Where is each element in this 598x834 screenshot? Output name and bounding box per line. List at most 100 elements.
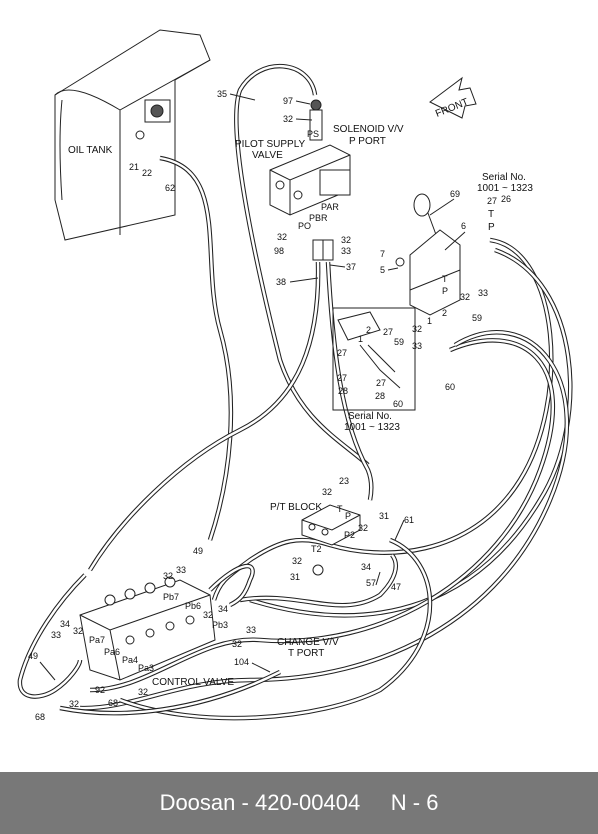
callout: 35 (217, 89, 227, 99)
callout: 98 (274, 246, 284, 256)
hoses (17, 64, 573, 721)
label-pbr: PBR (309, 213, 328, 223)
callout: 59 (394, 337, 404, 347)
oil-tank (54, 29, 211, 241)
callout: 49 (193, 546, 203, 556)
callout: 32 (341, 235, 351, 245)
callout: 68 (108, 698, 118, 708)
label-solenoid-1: SOLENOID V/V (333, 124, 404, 135)
callout: 60 (393, 399, 403, 409)
callout: 33 (341, 246, 351, 256)
callout: 32 (412, 324, 422, 334)
label-solenoid-2: P PORT (349, 136, 386, 147)
label-pt-block: P/T BLOCK (270, 502, 322, 513)
label-pa4: Pa4 (122, 655, 138, 665)
callout: 1 (358, 334, 363, 344)
callout: 59 (472, 313, 482, 323)
callout: 32 (292, 556, 302, 566)
callout: 32 (460, 292, 470, 302)
label-change-1: CHANGE V/V (277, 637, 339, 648)
footer-part-number: 420-00404 (254, 790, 361, 815)
label-joystick-t: T (442, 274, 448, 284)
callout: 31 (379, 511, 389, 521)
label-oil-tank: OIL TANK (68, 145, 113, 156)
label-serial-top-1: Serial No. (482, 172, 526, 183)
callout: 37 (346, 262, 356, 272)
callout: 27 (337, 373, 347, 383)
callout: 32 (283, 114, 293, 124)
pt-block (301, 504, 361, 576)
callout: 104 (234, 657, 249, 667)
label-par: PAR (321, 202, 339, 212)
callout: 27 (337, 348, 347, 358)
callout: 32 (322, 487, 332, 497)
label-po: PO (298, 221, 311, 231)
callout: 69 (450, 189, 460, 199)
callout: 5 (380, 265, 385, 275)
callout: 2 (366, 325, 371, 335)
callout: 1 (427, 316, 432, 326)
callout: 34 (361, 562, 371, 572)
label-p-port: P (345, 511, 351, 521)
callout: 62 (165, 183, 175, 193)
callout: 97 (283, 96, 293, 106)
callout: 33 (412, 341, 422, 351)
label-change-2: T PORT (288, 648, 324, 659)
label-control-valve: CONTROL VALVE (152, 677, 234, 688)
callout: 49 (28, 651, 38, 661)
callout: 34 (60, 619, 70, 629)
callout: 32 (203, 610, 213, 620)
joystick-valve (395, 193, 461, 316)
label-pb7: Pb7 (163, 592, 179, 602)
callout: 22 (142, 168, 152, 178)
callout: 6 (461, 221, 466, 231)
callout: 27 (383, 327, 393, 337)
label-pilot-1: PILOT SUPPLY (235, 139, 306, 150)
callout: 32 (232, 639, 242, 649)
callout: 34 (218, 604, 228, 614)
callout: 61 (404, 515, 414, 525)
callout: 2 (442, 308, 447, 318)
callout: 38 (276, 277, 286, 287)
footer-bar: Doosan - 420-00404 N - 6 (0, 772, 598, 834)
label-serial-p: P (488, 222, 495, 233)
callout: 28 (338, 386, 348, 396)
callout: 32 (277, 232, 287, 242)
callout: 57 (366, 578, 376, 588)
label-pb3: Pb3 (212, 620, 228, 630)
label-ps: PS (307, 129, 319, 139)
pilot-supply-valve (269, 99, 351, 261)
callout: 32 (358, 523, 368, 533)
callout: 33 (478, 288, 488, 298)
label-t2: T2 (311, 544, 322, 554)
callout: 92 (95, 685, 105, 695)
label-serial-t: T (488, 209, 494, 220)
diagram-labels: OIL TANK SOLENOID V/V P PORT PILOT SUPPL… (68, 124, 533, 688)
callout: 33 (246, 625, 256, 635)
callout: 33 (176, 565, 186, 575)
callout: 60 (445, 382, 455, 392)
callout: 27 (487, 196, 497, 206)
label-pa7: Pa7 (89, 635, 105, 645)
callout: 28 (375, 391, 385, 401)
callout: 33 (51, 630, 61, 640)
callout: 31 (290, 572, 300, 582)
footer-page: N - 6 (390, 790, 439, 815)
callout: 47 (391, 582, 401, 592)
serial-inset (332, 307, 416, 411)
callout: 68 (35, 712, 45, 722)
callout: 32 (163, 571, 173, 581)
callout: 32 (69, 699, 79, 709)
label-pa3: Pa3 (138, 663, 154, 673)
callout-numbers: 35 97 32 21 22 62 69 6 7 5 27 26 32 98 3… (28, 89, 511, 722)
label-serial-top-2: 1001 ~ 1323 (477, 183, 533, 194)
callout: 27 (376, 378, 386, 388)
label-pb6: Pb6 (185, 601, 201, 611)
label-p2: P2 (344, 530, 355, 540)
label-serial-mid-1: Serial No. (348, 411, 392, 422)
callout: 21 (129, 162, 139, 172)
front-arrow: FRONT (429, 76, 477, 120)
label-serial-mid-2: 1001 ~ 1323 (344, 422, 400, 433)
label-pa6: Pa6 (104, 647, 120, 657)
